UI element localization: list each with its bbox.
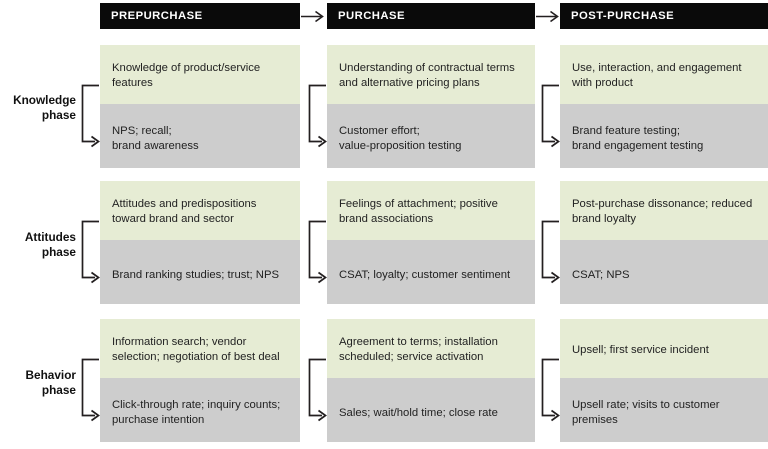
- cell-experience-behavior-post-purchase: Upsell; first service incident: [560, 319, 768, 378]
- phase-header-purchase[interactable]: PURCHASE: [327, 3, 535, 29]
- bracket-connector-attitudes: [81, 220, 100, 284]
- arrow-right-icon: [301, 10, 324, 23]
- cell-text: Feelings of attachment; positive brand a…: [339, 198, 498, 226]
- phase-header-prepurchase[interactable]: PREPURCHASE: [100, 3, 300, 29]
- cell-metric-attitudes-purchase: CSAT; loyalty; customer sentiment: [327, 240, 535, 304]
- row-label-line1: Behavior: [25, 368, 76, 382]
- cell-text: Brand ranking studies; trust; NPS: [112, 269, 280, 281]
- bracket-connector-knowledge-post: [541, 84, 560, 148]
- cell-experience-attitudes-prepurchase: Attitudes and predispositions toward bra…: [100, 181, 300, 240]
- row-label-knowledge-phase: Knowledge phase: [0, 93, 76, 122]
- arrow-right-icon: [536, 10, 559, 23]
- cell-metric-behavior-purchase: Sales; wait/hold time; close rate: [327, 378, 535, 442]
- cell-experience-knowledge-prepurchase: Knowledge of product/service features: [100, 45, 300, 104]
- phase-header-label: POST-PURCHASE: [571, 10, 675, 22]
- cell-text: Upsell rate; visits to customer premises: [572, 399, 720, 427]
- phase-header-label: PURCHASE: [338, 10, 405, 22]
- cell-experience-attitudes-purchase: Feelings of attachment; positive brand a…: [327, 181, 535, 240]
- bracket-connector-attitudes-purchase: [308, 220, 327, 284]
- cell-text: Use, interaction, and engagement with pr…: [572, 62, 742, 90]
- cell-experience-knowledge-purchase: Understanding of contractual terms and a…: [327, 45, 535, 104]
- row-label-line2: phase: [41, 382, 76, 397]
- cell-metric-behavior-prepurchase: Click-through rate; inquiry counts; purc…: [100, 378, 300, 442]
- cell-text: Click-through rate; inquiry counts; purc…: [112, 399, 281, 427]
- cell-text: Understanding of contractual terms and a…: [339, 62, 515, 90]
- bracket-connector-attitudes-post: [541, 220, 560, 284]
- cell-text: Sales; wait/hold time; close rate: [339, 407, 498, 419]
- cell-metric-knowledge-post-purchase: Brand feature testing; brand engagement …: [560, 104, 768, 168]
- cell-experience-knowledge-post-purchase: Use, interaction, and engagement with pr…: [560, 45, 768, 104]
- row-label-line2: phase: [41, 107, 76, 122]
- row-label-behavior-phase: Behavior phase: [0, 368, 76, 397]
- bracket-connector-behavior: [81, 358, 100, 422]
- phase-header-row: PREPURCHASE PURCHASE POST-PURCHASE: [0, 3, 768, 29]
- cell-text: Attitudes and predispositions toward bra…: [112, 198, 257, 226]
- phase-header-post-purchase[interactable]: POST-PURCHASE: [560, 3, 768, 29]
- cell-text: Information search; vendor selection; ne…: [112, 336, 280, 364]
- cell-text: CSAT; NPS: [572, 269, 630, 281]
- cell-text: Knowledge of product/service features: [112, 62, 261, 90]
- cell-experience-behavior-prepurchase: Information search; vendor selection; ne…: [100, 319, 300, 378]
- bracket-connector-behavior-post: [541, 358, 560, 422]
- cell-text: Customer effort; value-proposition testi…: [339, 125, 462, 153]
- bracket-connector-behavior-purchase: [308, 358, 327, 422]
- row-label-line1: Attitudes: [24, 230, 76, 244]
- cell-text: Agreement to terms; installation schedul…: [339, 336, 498, 364]
- cell-metric-knowledge-prepurchase: NPS; recall; brand awareness: [100, 104, 300, 168]
- cell-metric-knowledge-purchase: Customer effort; value-proposition testi…: [327, 104, 535, 168]
- cell-metric-behavior-post-purchase: Upsell rate; visits to customer premises: [560, 378, 768, 442]
- cell-text: Brand feature testing; brand engagement …: [572, 125, 704, 153]
- row-label-line1: Knowledge: [13, 93, 76, 107]
- row-label-attitudes-phase: Attitudes phase: [0, 230, 76, 259]
- cell-experience-attitudes-post-purchase: Post-purchase dissonance; reduced brand …: [560, 181, 768, 240]
- cell-experience-behavior-purchase: Agreement to terms; installation schedul…: [327, 319, 535, 378]
- cell-text: NPS; recall; brand awareness: [112, 125, 199, 153]
- phase-header-label: PREPURCHASE: [111, 10, 203, 22]
- cell-metric-attitudes-prepurchase: Brand ranking studies; trust; NPS: [100, 240, 300, 304]
- cell-text: Upsell; first service incident: [572, 344, 709, 356]
- cell-text: Post-purchase dissonance; reduced brand …: [572, 198, 753, 226]
- row-label-line2: phase: [41, 244, 76, 259]
- cell-metric-attitudes-post-purchase: CSAT; NPS: [560, 240, 768, 304]
- bracket-connector-knowledge: [81, 84, 100, 148]
- cell-text: CSAT; loyalty; customer sentiment: [339, 269, 511, 281]
- bracket-connector-knowledge-purchase: [308, 84, 327, 148]
